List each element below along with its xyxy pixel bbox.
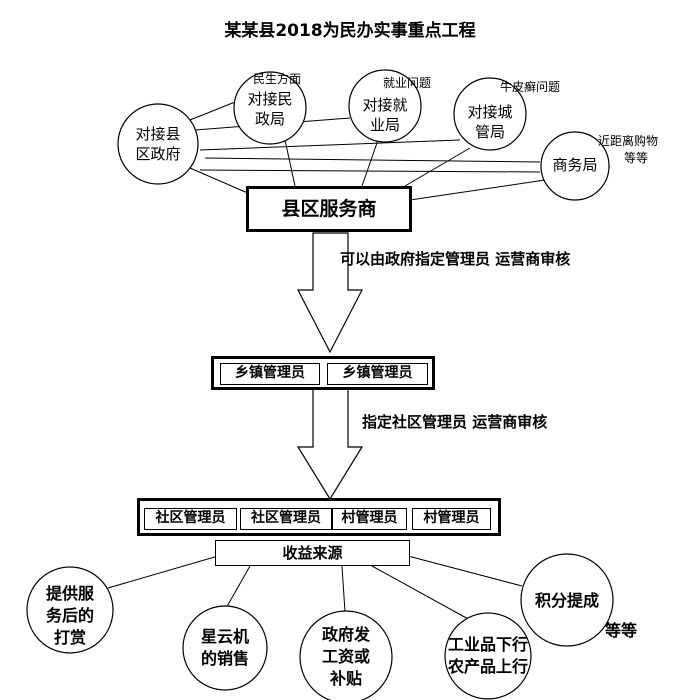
village-manager-2: 村管理员 bbox=[412, 508, 491, 530]
income-tips-line-2: 务后的 bbox=[45, 606, 94, 625]
arrow-down-1 bbox=[297, 232, 363, 354]
income-tips-line-3: 打赏 bbox=[53, 628, 86, 647]
income-etc-label: 等等 bbox=[604, 621, 637, 640]
employment-bureau-node: 对接就 业局 bbox=[345, 95, 425, 135]
income-trade-node: 工业品下行 农产品上行 bbox=[438, 634, 538, 678]
service-provider-box: 县区服务商 bbox=[246, 186, 412, 232]
arrow-down-2 bbox=[296, 388, 364, 501]
city-mgmt-line-1: 对接城 bbox=[467, 103, 513, 121]
link-income-gov bbox=[341, 565, 346, 613]
township-manager-2: 乡镇管理员 bbox=[327, 363, 428, 385]
note-shopping-2: 等等 bbox=[624, 151, 649, 165]
income-gov-node: 政府发 工资或 补贴 bbox=[306, 624, 386, 690]
income-xingyun-node: 星云机 的销售 bbox=[185, 626, 265, 670]
city-mgmt-node: 对接城 管局 bbox=[450, 102, 530, 142]
community-box: 社区管理员 社区管理员 村管理员 村管理员 bbox=[137, 498, 501, 536]
link-employment-provider bbox=[361, 139, 379, 187]
circle-civil-bureau bbox=[233, 71, 307, 145]
income-points-node: 积分提成 bbox=[534, 591, 599, 610]
employment-bureau-line-1: 对接就 bbox=[362, 96, 408, 114]
village-manager-1: 村管理员 bbox=[332, 508, 407, 530]
diagram-title: 某某县2018为民办实事重点工程 bbox=[224, 21, 476, 41]
service-provider-label: 县区服务商 bbox=[281, 198, 377, 220]
township-manager-1: 乡镇管理员 bbox=[220, 363, 320, 385]
note-civil: 民生方面 bbox=[253, 72, 302, 86]
circle-trade bbox=[444, 612, 532, 700]
circle-xingyun bbox=[182, 605, 268, 691]
civil-bureau-node: 对接民 政局 bbox=[230, 89, 310, 129]
city-mgmt-line-2: 管局 bbox=[474, 123, 505, 141]
link-gov-citymgmt bbox=[199, 139, 461, 151]
income-source-box: 收益来源 bbox=[215, 540, 410, 566]
link-gov-commerce-2 bbox=[199, 169, 541, 173]
arrow-1-label: 可以由政府指定管理员 运营商审核 bbox=[340, 250, 571, 268]
community-manager-2: 社区管理员 bbox=[240, 508, 332, 530]
income-xingyun-line-1: 星云机 bbox=[200, 627, 249, 646]
civil-bureau-line-1: 对接民 bbox=[247, 90, 293, 108]
link-commerce-provider bbox=[409, 179, 546, 201]
arrow-2-label: 指定社区管理员 运营商审核 bbox=[362, 413, 548, 431]
income-trade-line-1: 工业品下行 bbox=[447, 635, 528, 654]
link-gov-civil bbox=[189, 99, 241, 121]
county-gov-line-2: 区政府 bbox=[135, 145, 181, 163]
community-manager-1: 社区管理员 bbox=[144, 508, 237, 530]
link-gov-commerce bbox=[204, 157, 541, 163]
circle-points bbox=[520, 553, 614, 647]
civil-bureau-line-2: 政局 bbox=[254, 110, 285, 128]
township-box: 乡镇管理员 乡镇管理员 bbox=[211, 356, 435, 390]
note-employment: 就业问题 bbox=[383, 76, 432, 90]
link-gov-provider bbox=[189, 167, 251, 195]
circle-employment-bureau bbox=[348, 69, 422, 143]
county-gov-line-1: 对接县 bbox=[135, 125, 181, 143]
link-income-trade bbox=[371, 565, 471, 621]
link-income-points bbox=[407, 555, 523, 587]
circle-gov-subsidy bbox=[299, 610, 393, 700]
income-gov-line-1: 政府发 bbox=[321, 625, 370, 644]
income-trade-line-2: 农产品上行 bbox=[447, 657, 528, 676]
link-citymgmt-provider bbox=[404, 147, 471, 187]
circle-city-mgmt bbox=[453, 77, 527, 151]
link-civil-provider bbox=[284, 139, 296, 187]
commerce-node: 商务局 bbox=[552, 156, 598, 174]
note-shopping-1: 近距离购物 bbox=[598, 134, 659, 148]
county-gov-node: 对接县 区政府 bbox=[118, 124, 198, 164]
circle-tips bbox=[26, 566, 114, 654]
income-tips-line-1: 提供服 bbox=[45, 584, 94, 603]
income-gov-line-2: 工资或 bbox=[321, 647, 370, 666]
circle-county-gov bbox=[117, 103, 199, 185]
income-xingyun-line-2: 的销售 bbox=[200, 649, 249, 668]
link-income-xingyun bbox=[224, 565, 251, 611]
link-income-tips bbox=[107, 555, 219, 589]
note-psoriasis: 牛皮癣问题 bbox=[500, 80, 561, 94]
income-gov-line-3: 补贴 bbox=[329, 669, 362, 688]
income-tips-node: 提供服 务后的 打赏 bbox=[30, 583, 110, 649]
employment-bureau-line-2: 业局 bbox=[369, 116, 400, 134]
circle-commerce bbox=[540, 131, 610, 201]
